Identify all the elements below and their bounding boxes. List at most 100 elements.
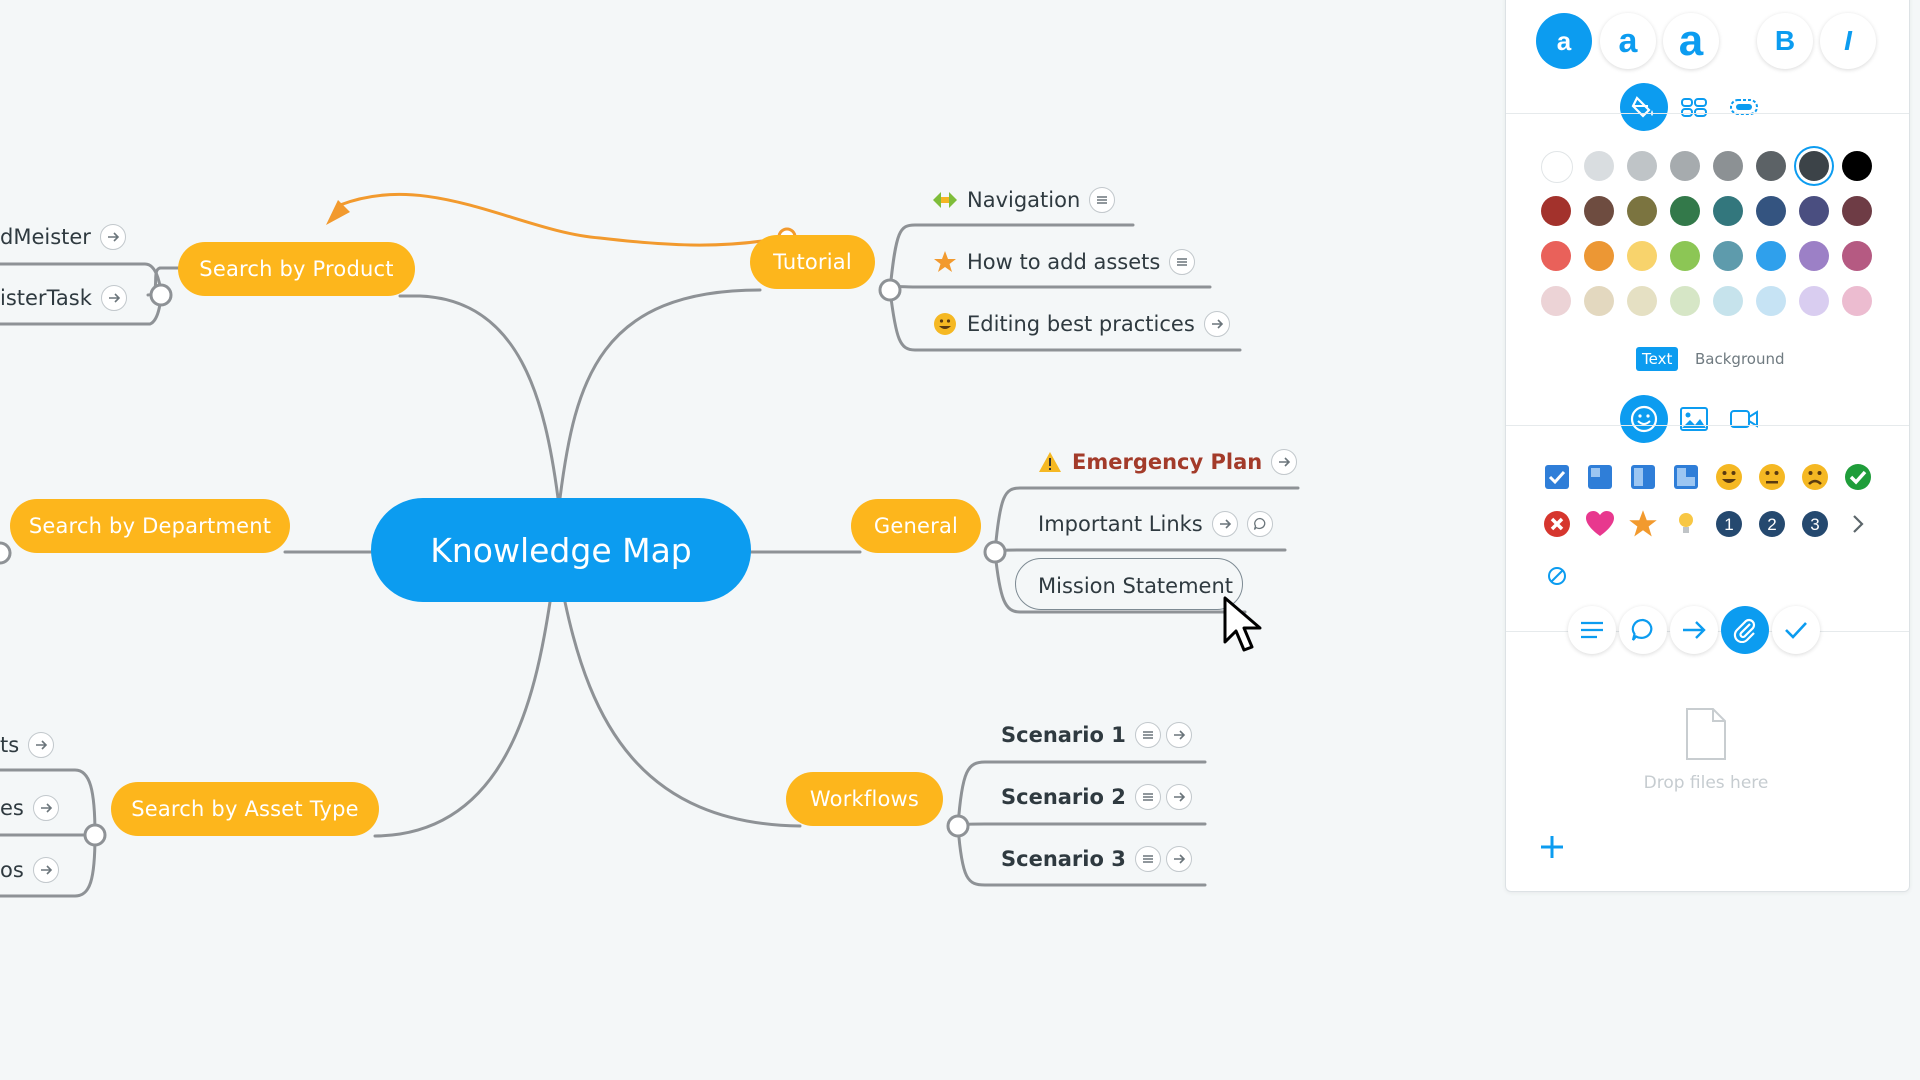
topic-product-1[interactable]: dMeister xyxy=(0,217,126,257)
link-arrow-icon[interactable] xyxy=(99,224,126,250)
color-swatch[interactable] xyxy=(1541,196,1571,226)
topic-asset-2[interactable]: es xyxy=(0,788,59,828)
neutral-face-icon[interactable] xyxy=(1757,462,1787,492)
color-swatch[interactable] xyxy=(1627,286,1657,316)
link-arrow-icon[interactable] xyxy=(28,732,55,758)
text-tab[interactable]: Text xyxy=(1636,347,1679,371)
link-arrow-icon[interactable] xyxy=(1165,846,1192,872)
color-swatch[interactable] xyxy=(1670,196,1700,226)
bold-button[interactable]: B xyxy=(1757,13,1813,69)
branch-search-by-asset-type[interactable]: Search by Asset Type xyxy=(111,782,379,836)
color-swatch[interactable] xyxy=(1584,241,1614,271)
color-swatch[interactable] xyxy=(1713,241,1743,271)
color-swatch[interactable] xyxy=(1670,151,1700,181)
color-swatch[interactable] xyxy=(1713,196,1743,226)
green-check-icon[interactable] xyxy=(1843,462,1873,492)
link-arrow-icon[interactable] xyxy=(100,285,127,311)
link-arrow-icon[interactable] xyxy=(32,795,59,821)
notes-icon[interactable] xyxy=(1134,784,1161,810)
background-tab[interactable]: Background xyxy=(1695,350,1785,368)
color-swatch[interactable] xyxy=(1541,286,1571,316)
emoji-category-button[interactable] xyxy=(1620,395,1668,443)
topic-navigation[interactable]: Navigation xyxy=(932,180,1116,220)
color-swatch[interactable] xyxy=(1842,196,1872,226)
comment-button[interactable] xyxy=(1619,606,1667,654)
topic-asset-3[interactable]: os xyxy=(0,850,59,890)
paint-brush-button[interactable] xyxy=(1620,83,1668,131)
topic-product-2[interactable]: isterTask xyxy=(0,278,127,318)
topic-scenario-2[interactable]: Scenario 2 xyxy=(1001,777,1192,817)
topic-scenario-3[interactable]: Scenario 3 xyxy=(1001,839,1192,879)
topic-emergency-plan[interactable]: Emergency Plan xyxy=(1037,442,1298,482)
no-icon-icon[interactable] xyxy=(1542,561,1572,591)
color-swatch[interactable] xyxy=(1842,286,1872,316)
color-swatch[interactable] xyxy=(1756,196,1786,226)
box-three-quarter-icon[interactable] xyxy=(1671,462,1701,492)
branch-tutorial[interactable]: Tutorial xyxy=(750,235,875,289)
attachment-button[interactable] xyxy=(1721,606,1769,654)
comment-icon[interactable] xyxy=(1246,511,1273,537)
link-button[interactable] xyxy=(1670,606,1718,654)
link-arrow-icon[interactable] xyxy=(1165,722,1192,748)
number-2-icon[interactable]: 2 xyxy=(1757,509,1787,539)
branch-workflows[interactable]: Workflows xyxy=(786,772,943,826)
color-swatch[interactable] xyxy=(1627,196,1657,226)
topic-editing-best-practices[interactable]: Editing best practices xyxy=(932,304,1230,344)
file-drop-zone[interactable]: Drop files here xyxy=(1566,707,1846,807)
color-swatch[interactable] xyxy=(1627,151,1657,181)
notes-icon[interactable] xyxy=(1134,846,1161,872)
topic-asset-1[interactable]: ts xyxy=(0,725,55,765)
heart-icon[interactable] xyxy=(1585,509,1615,539)
color-swatch[interactable] xyxy=(1756,241,1786,271)
link-arrow-icon[interactable] xyxy=(32,857,59,883)
color-swatch[interactable] xyxy=(1799,241,1829,271)
mind-map-canvas[interactable]: Knowledge Map Search by Product Search b… xyxy=(0,0,1500,1080)
color-swatch[interactable] xyxy=(1584,286,1614,316)
number-1-icon[interactable]: 1 xyxy=(1714,509,1744,539)
color-swatch[interactable] xyxy=(1713,151,1743,181)
color-swatch[interactable] xyxy=(1842,151,1872,181)
color-swatch[interactable] xyxy=(1756,151,1786,181)
video-category-button[interactable] xyxy=(1720,395,1768,443)
layout-button[interactable] xyxy=(1670,83,1718,131)
shape-button[interactable] xyxy=(1720,83,1768,131)
notes-icon[interactable] xyxy=(1134,722,1161,748)
star-icon[interactable] xyxy=(1628,509,1658,539)
color-swatch[interactable] xyxy=(1713,286,1743,316)
color-swatch[interactable] xyxy=(1627,241,1657,271)
lightbulb-icon[interactable] xyxy=(1671,509,1701,539)
link-arrow-icon[interactable] xyxy=(1211,511,1238,537)
link-arrow-icon[interactable] xyxy=(1165,784,1192,810)
color-swatch[interactable] xyxy=(1541,151,1573,183)
link-arrow-icon[interactable] xyxy=(1203,311,1230,337)
topic-scenario-1[interactable]: Scenario 1 xyxy=(1001,715,1192,755)
number-3-icon[interactable]: 3 xyxy=(1800,509,1830,539)
topic-how-to-add-assets[interactable]: How to add assets xyxy=(932,242,1196,282)
happy-face-icon[interactable] xyxy=(1714,462,1744,492)
root-node[interactable]: Knowledge Map xyxy=(371,498,751,602)
font-size-small-button[interactable]: a xyxy=(1536,13,1592,69)
color-swatch[interactable] xyxy=(1584,151,1614,181)
sad-face-icon[interactable] xyxy=(1800,462,1830,492)
color-swatch[interactable] xyxy=(1541,241,1571,271)
color-swatch[interactable] xyxy=(1842,241,1872,271)
box-quarter-icon[interactable] xyxy=(1585,462,1615,492)
italic-button[interactable]: I xyxy=(1820,13,1876,69)
checkbox-checked-icon[interactable] xyxy=(1542,462,1572,492)
task-button[interactable] xyxy=(1772,606,1820,654)
font-size-large-button[interactable]: a xyxy=(1663,13,1719,69)
chevron-right-icon[interactable] xyxy=(1843,509,1873,539)
color-swatch[interactable] xyxy=(1584,196,1614,226)
color-swatch[interactable] xyxy=(1756,286,1786,316)
color-swatch[interactable] xyxy=(1799,151,1829,181)
color-swatch[interactable] xyxy=(1799,196,1829,226)
notes-button[interactable] xyxy=(1568,606,1616,654)
branch-search-by-department[interactable]: Search by Department xyxy=(10,499,290,553)
color-swatch[interactable] xyxy=(1670,286,1700,316)
add-button[interactable] xyxy=(1534,829,1570,865)
link-arrow-icon[interactable] xyxy=(1271,449,1298,475)
color-swatch[interactable] xyxy=(1670,241,1700,271)
branch-general[interactable]: General xyxy=(851,499,981,553)
image-category-button[interactable] xyxy=(1670,395,1718,443)
notes-icon[interactable] xyxy=(1089,187,1116,213)
